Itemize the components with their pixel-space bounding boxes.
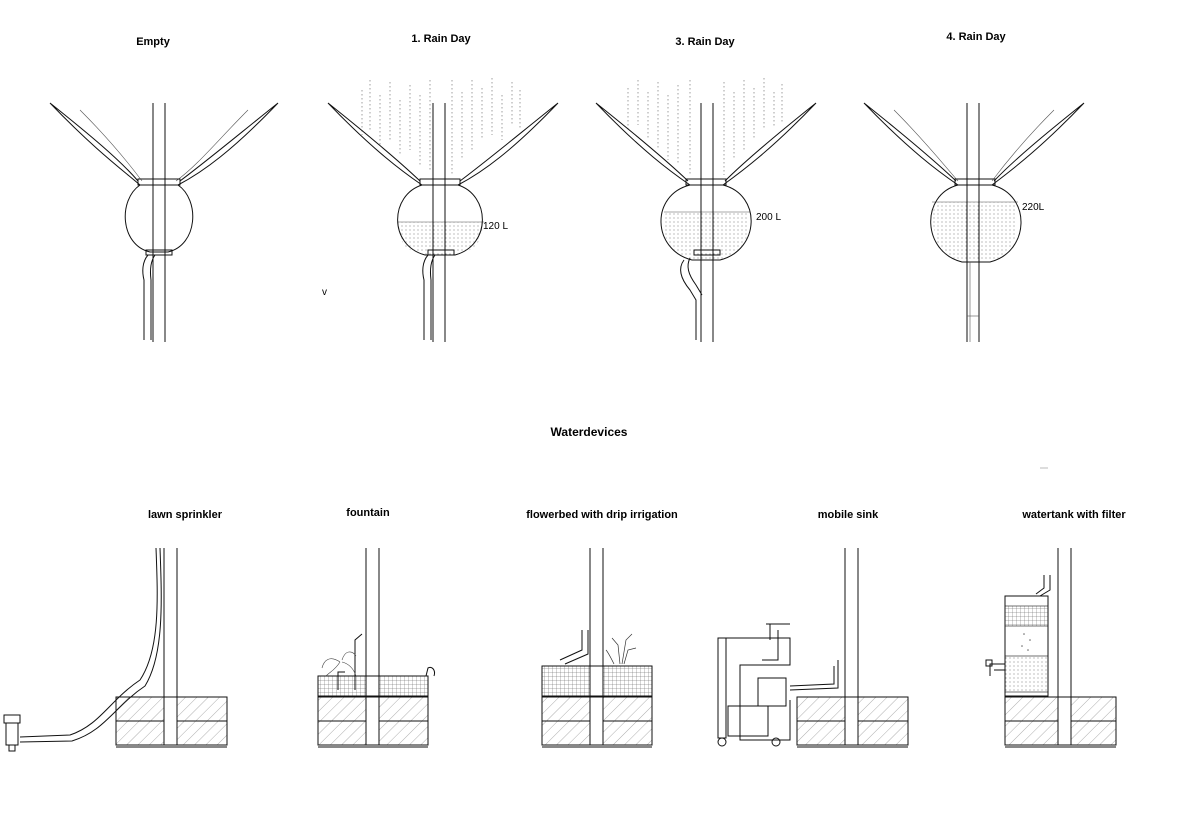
- stage-rain-day-4: 4. Rain Day 220L: [863, 31, 1085, 342]
- stage-label: 1. Rain Day: [411, 33, 471, 45]
- volume-label: 220L: [1022, 202, 1045, 213]
- stage-label: 4. Rain Day: [946, 31, 1006, 43]
- device-label: lawn sprinkler: [148, 509, 223, 521]
- device-lawn-sprinkler: lawn sprinkler: [3, 509, 228, 752]
- device-fountain: fountain: [317, 507, 435, 748]
- stage-label: 3. Rain Day: [675, 36, 735, 48]
- stray-mark: v: [322, 287, 327, 298]
- volume-label: 200 L: [756, 212, 781, 223]
- device-flowerbed: flowerbed with drip irrigation: [526, 509, 678, 748]
- section-title: Waterdevices: [551, 425, 628, 439]
- device-label: watertank with filter: [1021, 509, 1126, 521]
- stage-rain-day-1: 1. Rain Day 120 L: [327, 33, 559, 342]
- device-label: flowerbed with drip irrigation: [526, 509, 678, 521]
- device-label: mobile sink: [818, 509, 879, 521]
- stage-empty: Empty: [49, 36, 279, 342]
- device-label: fountain: [346, 507, 390, 519]
- stage-rain-day-3: 3. Rain Day 200 L: [595, 36, 817, 342]
- volume-label: 120 L: [483, 221, 508, 232]
- device-mobile-sink: mobile sink: [717, 509, 909, 748]
- stage-label: Empty: [136, 36, 171, 48]
- device-watertank-filter: watertank with filter: [985, 509, 1126, 748]
